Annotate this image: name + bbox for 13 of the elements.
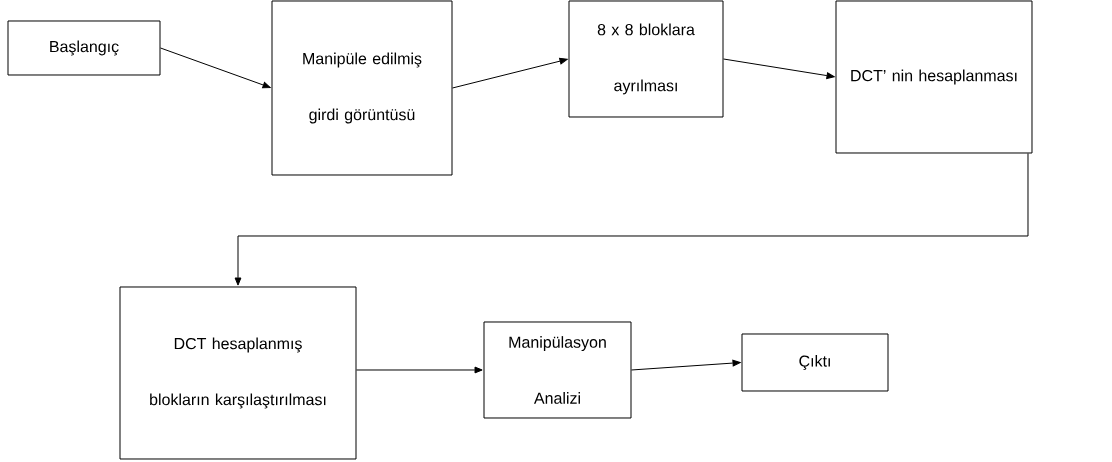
arrow xyxy=(234,153,1029,286)
arrow xyxy=(356,366,483,374)
process-box: DCT hesaplanmış blokların karşılaştırılması xyxy=(119,286,357,460)
arrow xyxy=(160,47,271,89)
arrow xyxy=(631,359,741,371)
process-box: DCT’ nin hesaplanması xyxy=(835,0,1033,154)
process-box: Başlangıç xyxy=(7,20,161,76)
process-box: Çıktı xyxy=(741,333,889,392)
arrow xyxy=(452,57,568,89)
process-box: Manipülasyon Analizi xyxy=(483,321,632,419)
arrow xyxy=(723,58,835,79)
process-box: 8 x 8 bloklara ayrılması xyxy=(568,0,724,118)
process-box: Manipüle edilmiş girdi görüntüsü xyxy=(271,0,453,176)
